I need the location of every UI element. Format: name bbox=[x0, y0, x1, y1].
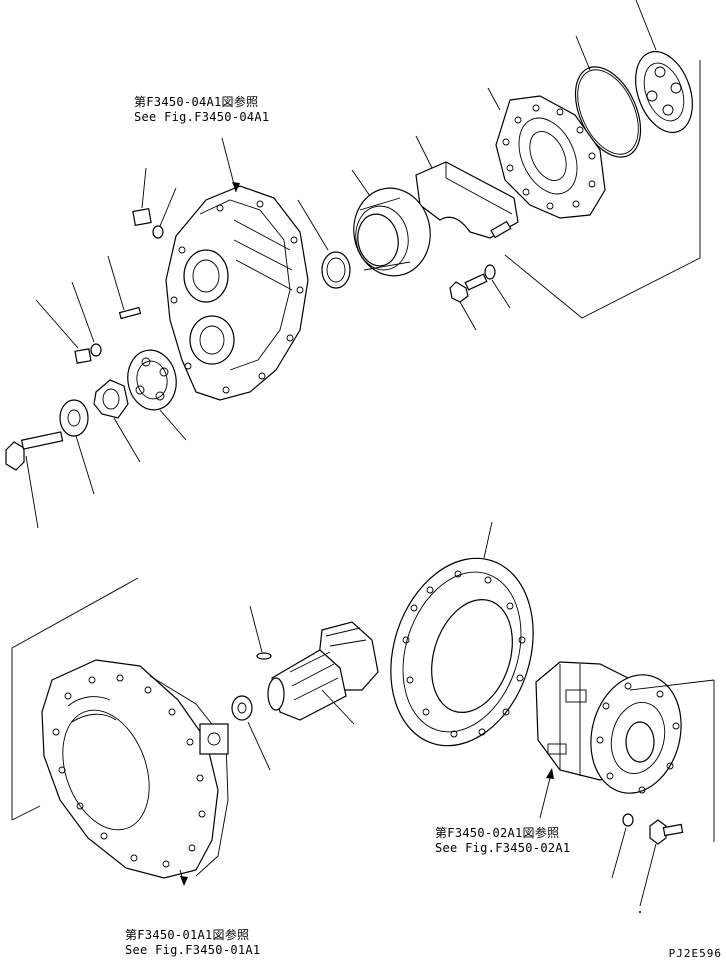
leader-line bbox=[321, 689, 355, 725]
leader-line bbox=[75, 435, 95, 495]
reference-note-top-jp: 第F3450-04A1図参照 bbox=[134, 95, 259, 109]
drawing-code: PJ2E596 bbox=[668, 947, 722, 960]
leader-line bbox=[635, 0, 657, 51]
dot-mark bbox=[639, 911, 641, 913]
o-ring-small-part bbox=[90, 343, 102, 357]
bearing-race-part bbox=[321, 251, 351, 289]
leader-line bbox=[575, 35, 591, 71]
leader-line bbox=[504, 254, 583, 319]
arrow-head bbox=[546, 768, 554, 779]
reference-note-bottom-en: See Fig.F3450-01A1 bbox=[125, 943, 261, 957]
bolt-part bbox=[649, 819, 684, 845]
leader-line bbox=[141, 167, 147, 209]
frame-line bbox=[629, 679, 715, 691]
ring-gear-part bbox=[390, 557, 534, 747]
leader-line bbox=[415, 135, 433, 169]
drain-plug-part bbox=[74, 348, 92, 364]
reference-note-mid: 第F3450-02A1図参照 See Fig.F3450-02A1 bbox=[435, 826, 570, 856]
leader-line bbox=[491, 279, 511, 309]
differential-case-part bbox=[535, 661, 682, 794]
o-ring-part bbox=[574, 66, 642, 158]
leader-line bbox=[297, 199, 329, 251]
transfer-case-housing-part bbox=[165, 185, 309, 401]
leader-line bbox=[25, 455, 39, 529]
leader-line bbox=[581, 257, 701, 319]
dowel-pin-part bbox=[118, 306, 142, 320]
leader-line bbox=[159, 409, 187, 441]
leader-line bbox=[107, 255, 125, 311]
pin-part bbox=[256, 652, 272, 660]
leader-line bbox=[639, 843, 657, 907]
reference-note-bottom-jp: 第F3450-01A1図参照 bbox=[125, 928, 250, 942]
reference-note-mid-en: See Fig.F3450-02A1 bbox=[435, 841, 571, 855]
leader-line bbox=[459, 301, 477, 331]
nut-part bbox=[93, 379, 129, 419]
reference-note-top-en: See Fig.F3450-04A1 bbox=[134, 110, 270, 124]
arrow-head bbox=[232, 182, 240, 192]
taper-bearing-part bbox=[353, 187, 431, 277]
bolt-part bbox=[449, 273, 488, 303]
frame-line bbox=[11, 577, 139, 649]
pinion-shaft-part bbox=[267, 621, 379, 721]
reference-note-top: 第F3450-04A1図参照 See Fig.F3450-04A1 bbox=[134, 95, 269, 125]
leader-line bbox=[611, 827, 627, 879]
o-ring-small-part bbox=[152, 225, 164, 239]
retainer-plate-part bbox=[495, 95, 606, 219]
bearing-cage-part bbox=[635, 50, 693, 134]
reference-note-bottom: 第F3450-01A1図参照 See Fig.F3450-01A1 bbox=[125, 928, 260, 958]
small-bolt-part bbox=[490, 220, 512, 239]
leader-line bbox=[249, 605, 263, 653]
differential-carrier-part bbox=[41, 659, 229, 879]
reference-note-mid-jp: 第F3450-02A1図参照 bbox=[435, 826, 560, 840]
leader-line bbox=[159, 187, 177, 227]
washer-part bbox=[484, 264, 496, 280]
frame-line bbox=[11, 805, 41, 821]
leader-line bbox=[71, 281, 95, 343]
leader-line bbox=[247, 721, 271, 771]
arrow-head bbox=[180, 876, 188, 886]
leader-line bbox=[487, 87, 501, 111]
roller-bearing-part bbox=[127, 349, 177, 411]
plug-part bbox=[132, 208, 152, 226]
leader-line bbox=[113, 417, 141, 463]
washer-part bbox=[622, 813, 634, 827]
coupling-part bbox=[59, 399, 89, 437]
leader-line bbox=[351, 169, 371, 197]
leader-line bbox=[35, 299, 79, 349]
leader-line bbox=[483, 521, 493, 559]
thrust-washer-part bbox=[231, 695, 253, 721]
cover-bracket-part bbox=[415, 161, 519, 239]
hex-bolt-part bbox=[5, 431, 64, 471]
